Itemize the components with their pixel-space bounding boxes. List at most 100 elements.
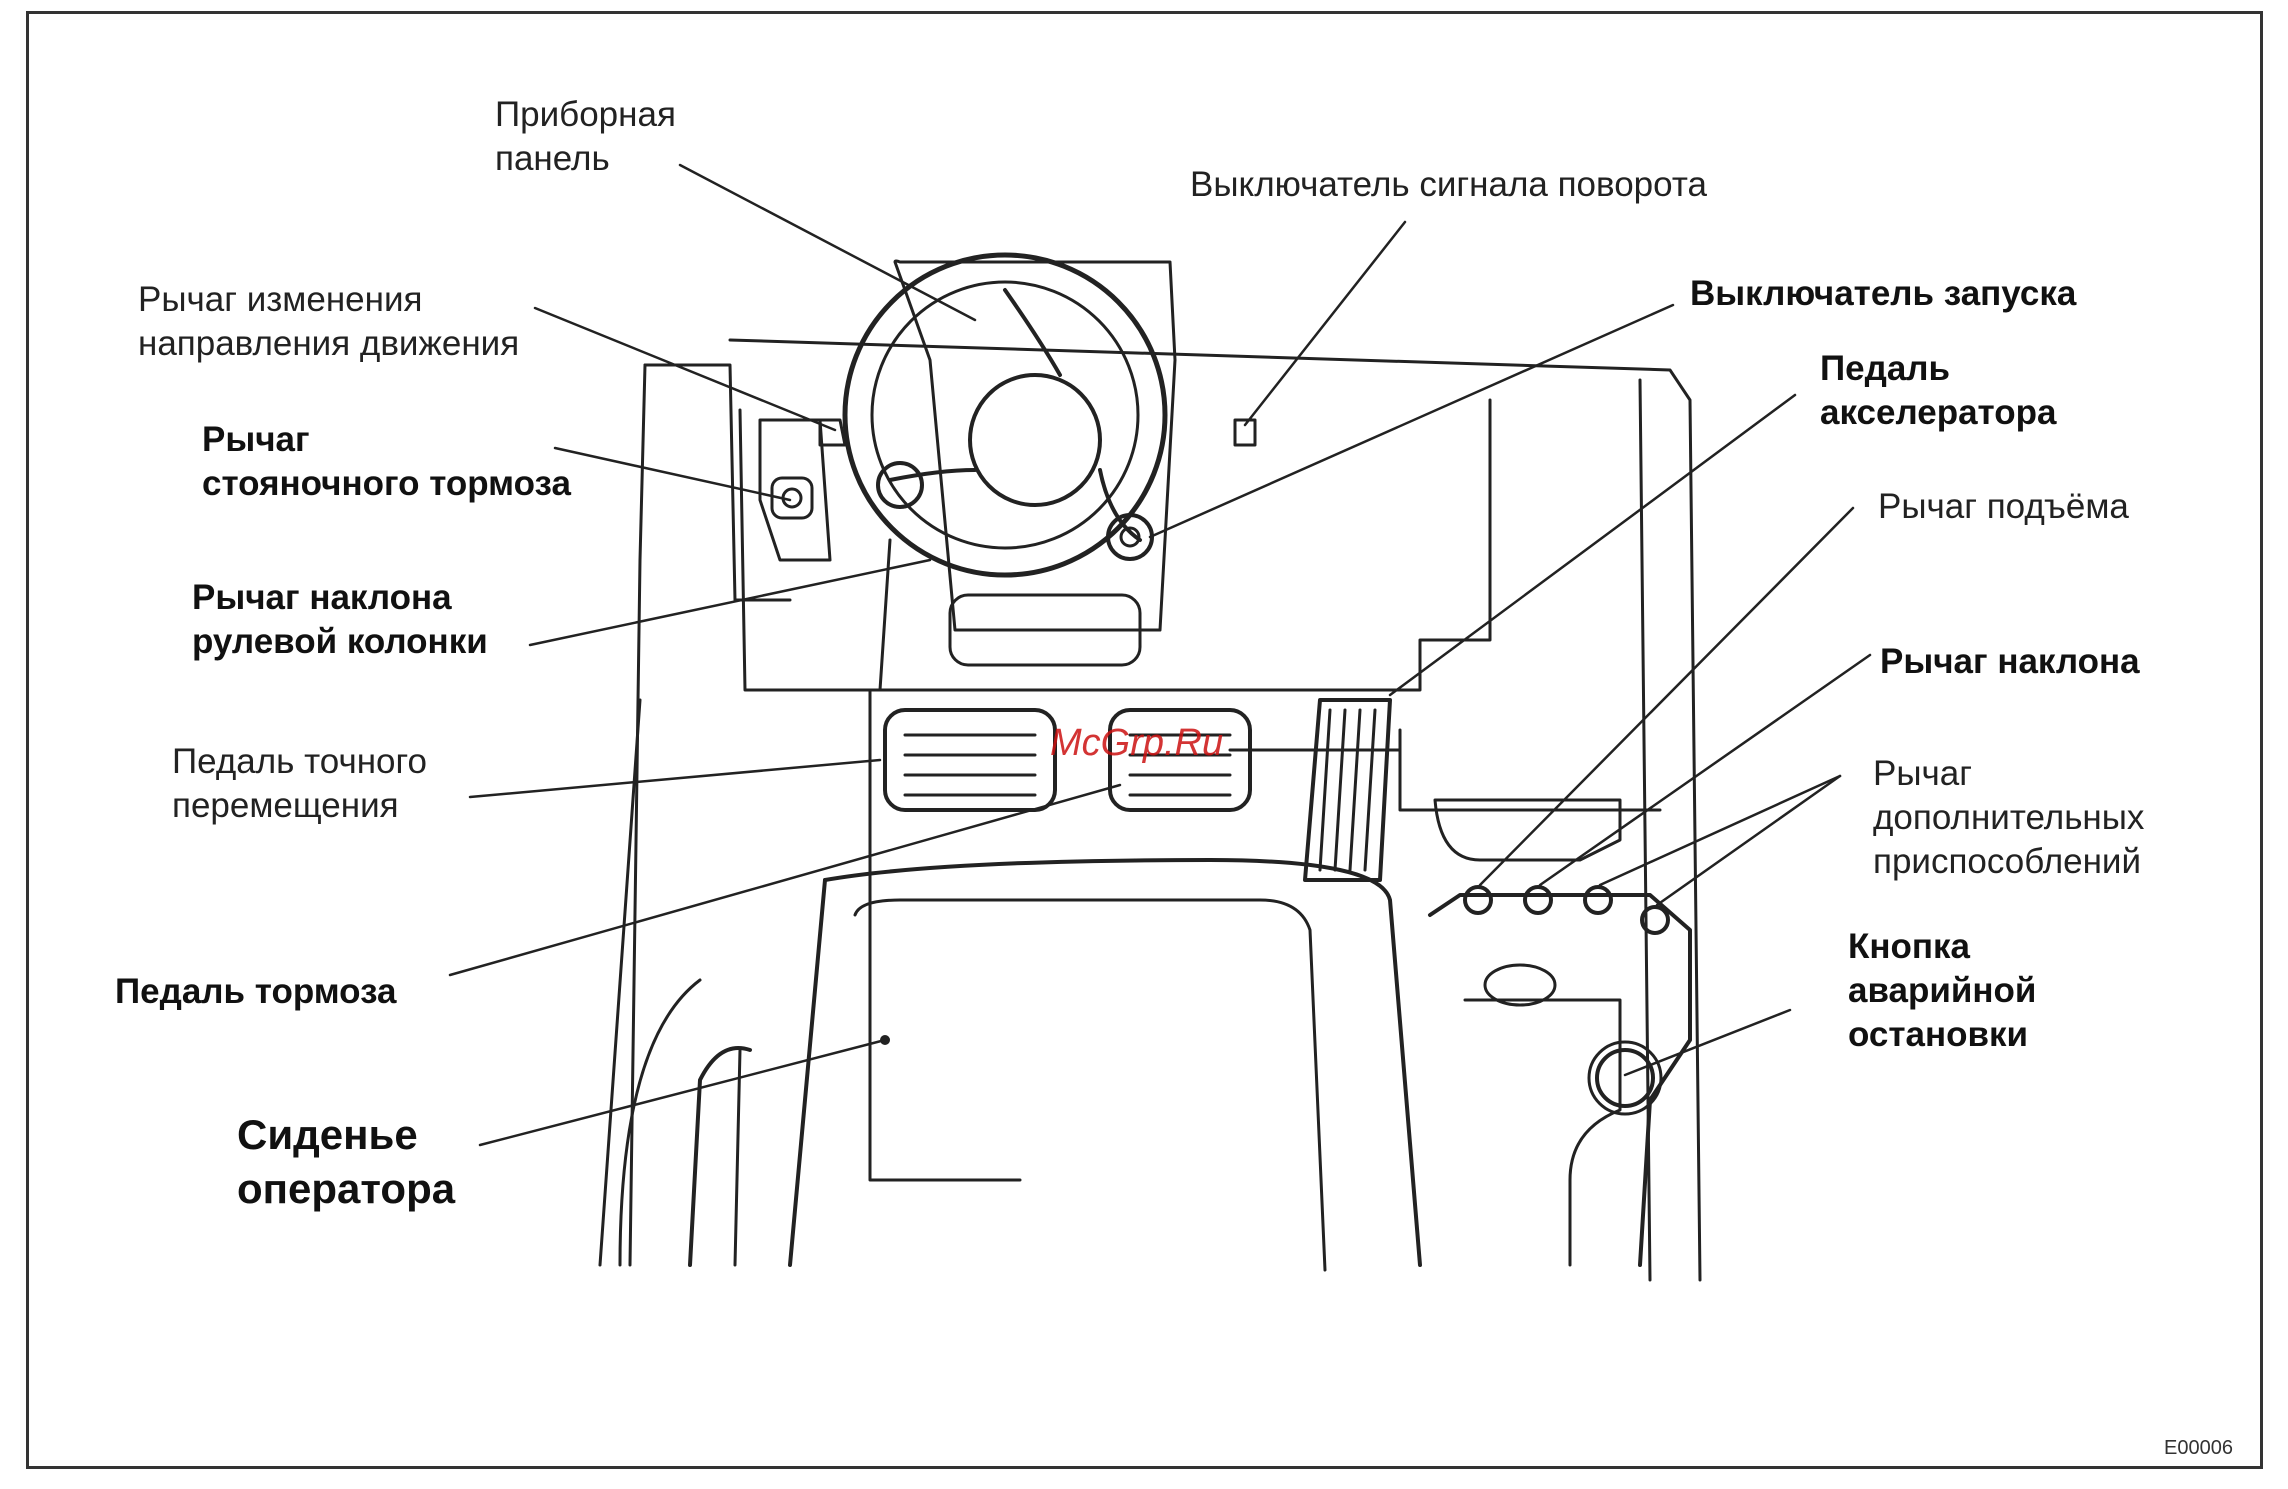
leader-tilt <box>1538 653 1872 887</box>
label-line: Выключатель запуска <box>1690 274 2077 313</box>
seat-outer <box>618 978 702 1267</box>
leader-brake <box>448 783 1122 977</box>
seat-left-side <box>788 878 827 1267</box>
accelerator-grooves <box>1318 708 1377 872</box>
label-accelerator-pedal: Педаль акселератора <box>1820 347 2056 435</box>
steering-spoke-left <box>888 468 977 482</box>
label-line: Педаль тормоза <box>115 972 397 1011</box>
label-start-switch: Выключатель запуска <box>1690 272 2076 316</box>
label-line: дополнительных <box>1873 798 2145 837</box>
leader-steering-tilt <box>528 558 932 647</box>
label-line: Рычаг наклона <box>192 578 452 617</box>
label-line: Рычаг подъёма <box>1878 487 2129 526</box>
seat-back <box>823 858 1422 1267</box>
label-line: Рычаг изменения <box>138 280 423 319</box>
dash-step-2 <box>1398 728 1662 812</box>
seat-inner <box>853 898 1327 1272</box>
label-emergency-stop-button: Кнопка аварийной остановки <box>1848 925 2036 1057</box>
inching-pedal-grooves <box>903 733 1037 797</box>
steering-spoke-right <box>1098 468 1142 542</box>
leader-direction <box>533 306 837 432</box>
lever-knob-1 <box>1463 885 1493 915</box>
lever-knob-4 <box>1640 905 1670 935</box>
label-line: акселератора <box>1820 393 2057 432</box>
label-line: направления движения <box>138 324 520 363</box>
leader-lines <box>448 163 1872 1147</box>
console-guard <box>1433 798 1622 862</box>
steering-hub <box>968 373 1102 507</box>
label-line: Кнопка <box>1848 927 1971 966</box>
leader-inching <box>468 758 882 799</box>
label-parking-brake-lever: Рычаг стояночного тормоза <box>202 418 571 506</box>
label-line: Приборная <box>495 95 676 134</box>
label-line: Сиденье <box>237 1111 418 1158</box>
label-line: стояночного тормоза <box>202 464 571 503</box>
left-console <box>738 408 892 692</box>
steering-wheel-rim <box>842 252 1168 578</box>
label-tilt-lever: Рычаг наклона <box>1880 640 2140 684</box>
label-steering-tilt-lever: Рычаг наклона рулевой колонки <box>192 576 488 664</box>
seat-pointer-dot <box>880 1035 890 1045</box>
emergency-stop-ring <box>1587 1040 1663 1116</box>
console-inner-shape <box>1463 998 1622 1267</box>
label-turn-signal-switch: Выключатель сигнала поворота <box>1190 163 1707 207</box>
cab-outer-left <box>628 363 647 1267</box>
label-line: Рычаг <box>202 420 310 459</box>
cab-left-edge <box>598 698 642 1267</box>
ignition-key <box>1106 513 1154 561</box>
label-line: перемещения <box>172 786 399 825</box>
leader-seat <box>478 1038 887 1147</box>
label-lift-lever: Рычаг подъёма <box>1878 485 2129 529</box>
control-console <box>1428 893 1692 1267</box>
label-direction-lever: Рычаг изменения направления движения <box>138 278 519 366</box>
leader-start <box>1148 303 1675 539</box>
leader-attachment-b <box>1655 774 1842 907</box>
label-operator-seat: Сиденье оператора <box>237 1108 455 1216</box>
watermark: McGrp.Ru <box>1050 722 1224 764</box>
dash-step <box>858 398 1492 692</box>
label-line: рулевой колонки <box>192 622 488 661</box>
label-line: оператора <box>237 1165 456 1212</box>
steering-spoke-top <box>1003 288 1062 377</box>
label-line: панель <box>495 139 610 178</box>
lever-knob-3 <box>1583 885 1613 915</box>
lever-knob-2 <box>1523 885 1553 915</box>
floor-line <box>868 688 1022 1182</box>
figure-frame <box>26 11 2263 1469</box>
console-hole <box>1483 963 1557 1007</box>
seat-armrest <box>688 1046 752 1267</box>
seat-armrest-2 <box>733 1048 742 1267</box>
brake-pedal-shape <box>1108 708 1252 812</box>
ignition-key-inner <box>1119 526 1141 548</box>
brake-pedal-grooves <box>1128 733 1232 797</box>
cab-left-wall <box>643 363 792 602</box>
leader-parking <box>553 446 792 502</box>
label-line: Рычаг <box>1873 754 1972 793</box>
steering-wheel-inner <box>870 280 1140 550</box>
leader-emergency <box>1623 1008 1792 1077</box>
direction-lever-shape <box>818 418 847 447</box>
leader-attachment-a <box>1598 774 1842 887</box>
leader-turn-signal <box>1243 220 1407 427</box>
label-dashboard: Приборная панель <box>495 93 676 181</box>
label-brake-pedal: Педаль тормоза <box>115 970 397 1014</box>
cab-top-edge <box>728 338 1702 1282</box>
label-inching-pedal: Педаль точного перемещения <box>172 740 427 828</box>
label-line: Рычаг наклона <box>1880 642 2140 681</box>
label-line: Педаль точного <box>172 742 427 781</box>
leader-lift <box>1478 506 1855 887</box>
emergency-stop-shape <box>1595 1048 1655 1108</box>
label-line: аварийной <box>1848 971 2037 1010</box>
accelerator-pedal-shape <box>1303 698 1392 882</box>
figure-code: E00006 <box>2164 1437 2233 1459</box>
label-line: Педаль <box>1820 349 1951 388</box>
leader-dashboard <box>678 163 977 322</box>
inching-pedal-shape <box>883 708 1057 812</box>
label-attachment-lever: Рычаг дополнительных приспособлений <box>1873 752 2144 884</box>
label-line: Выключатель сигнала поворота <box>1190 165 1707 204</box>
steering-knob <box>876 461 924 509</box>
parking-brake-handle <box>770 476 814 520</box>
leader-accelerator <box>1388 393 1797 697</box>
